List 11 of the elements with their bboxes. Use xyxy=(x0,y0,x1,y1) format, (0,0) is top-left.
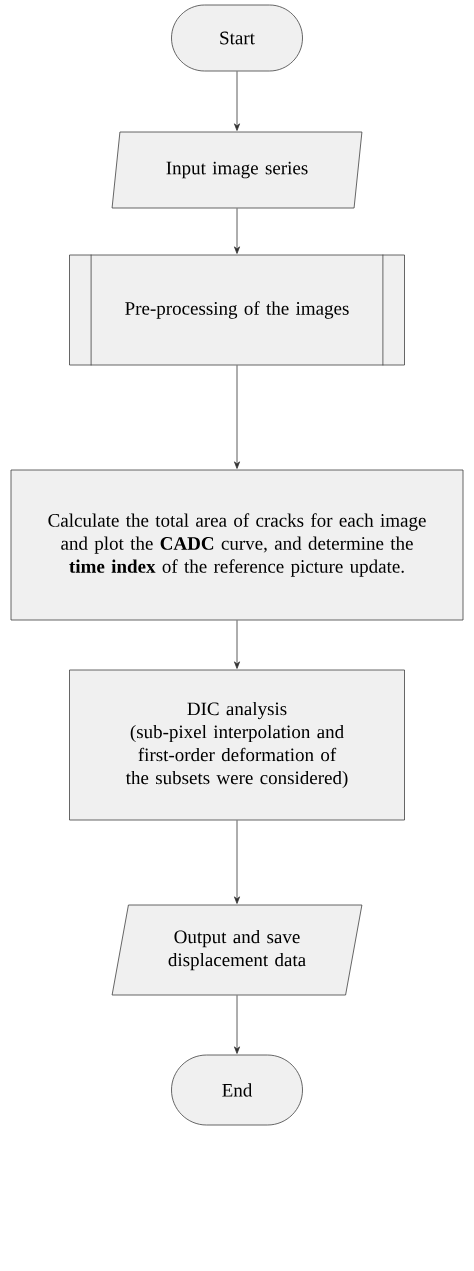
arrow xyxy=(234,365,240,469)
input-output-parallelogram: Input image series xyxy=(111,131,363,209)
arrow xyxy=(234,208,240,254)
arrow xyxy=(234,995,240,1054)
arrow xyxy=(234,820,240,904)
arrow xyxy=(234,620,240,669)
input-output-parallelogram: Output and save displacement data xyxy=(111,904,363,996)
process-box: DIC analysis (sub-pixel interpolation and first-order deformation of the subsets were considered) xyxy=(69,669,405,821)
predefined-process-box: Pre-processing of the images xyxy=(69,254,405,366)
arrow xyxy=(234,71,240,131)
process-box: Calculate the total area of cracks for each image and plot the CADC curve, and determine the time index of the reference picture update. xyxy=(10,469,464,621)
